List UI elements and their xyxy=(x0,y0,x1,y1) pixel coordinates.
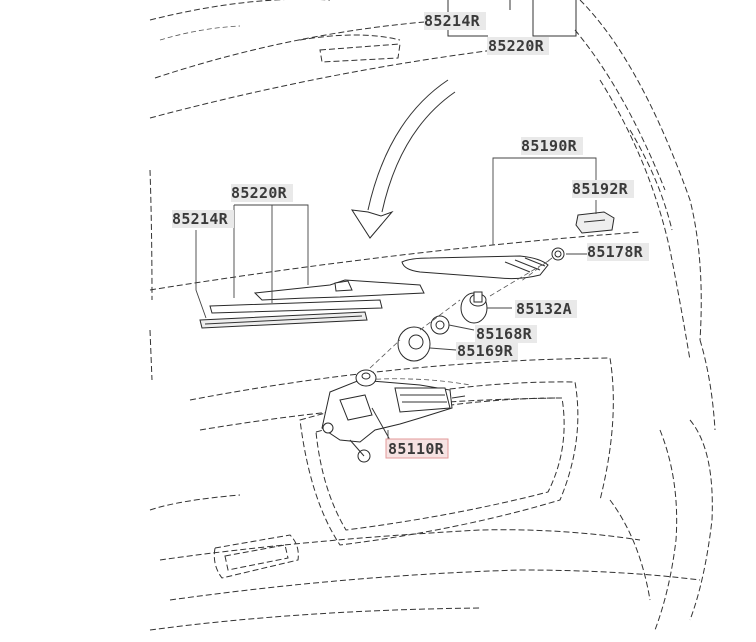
wiper-blade xyxy=(199,279,425,329)
label-85132A: 85132A xyxy=(515,300,577,318)
wiper-motor xyxy=(321,339,466,463)
svg-text:85168R: 85168R xyxy=(476,325,533,343)
arm-nut xyxy=(519,247,588,283)
label-top-85220R: 85220R xyxy=(487,37,549,55)
wiper-arm xyxy=(401,255,549,280)
vehicle-body-outline xyxy=(149,0,716,631)
svg-text:85110R: 85110R xyxy=(388,440,445,458)
label-85178R: 85178R xyxy=(587,243,649,261)
label-85169R: 85169R xyxy=(456,342,518,360)
label-85192R: 85192R xyxy=(572,180,634,198)
svg-text:85220R: 85220R xyxy=(488,37,545,55)
pivot-cap xyxy=(460,259,551,324)
washer xyxy=(430,315,475,335)
arm-cover xyxy=(575,200,615,234)
label-85214R: 85214R xyxy=(172,210,234,228)
svg-text:85192R: 85192R xyxy=(572,180,629,198)
svg-text:85214R: 85214R xyxy=(172,210,229,228)
label-top-85214R: 85214R xyxy=(424,12,486,30)
svg-text:85214R: 85214R xyxy=(424,12,481,30)
grommet-seal xyxy=(397,299,461,362)
svg-text:85178R: 85178R xyxy=(587,243,644,261)
svg-text:85220R: 85220R xyxy=(231,184,288,202)
label-85190R: 85190R xyxy=(521,137,583,155)
assembly-direction-arrow xyxy=(351,79,456,239)
arm-leader-lines xyxy=(492,157,597,245)
svg-text:85190R: 85190R xyxy=(521,137,578,155)
svg-text:85169R: 85169R xyxy=(457,342,514,360)
label-85110R-highlighted[interactable]: 85110R xyxy=(385,438,449,459)
label-85220R: 85220R xyxy=(231,184,293,202)
label-85168R: 85168R xyxy=(475,325,537,343)
svg-text:85132A: 85132A xyxy=(516,300,572,318)
